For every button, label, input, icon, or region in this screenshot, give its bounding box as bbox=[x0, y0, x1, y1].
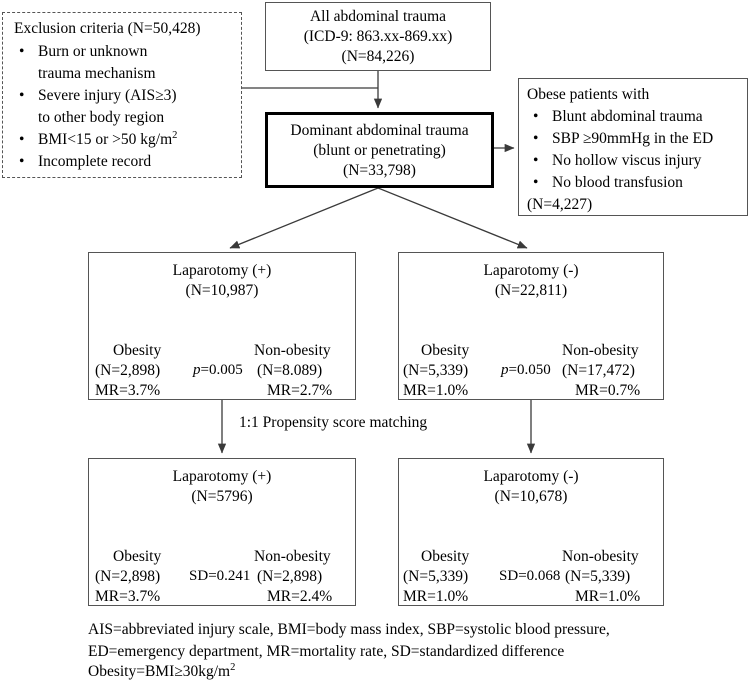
lap-neg-pre-right-mr: MR=0.7% bbox=[575, 382, 641, 399]
lap-pos-post-right-group: Non-obesity bbox=[254, 548, 331, 565]
obese-bullet-1-text: Blunt abdominal trauma bbox=[552, 108, 703, 125]
lap-pos-pre-right-mr: MR=2.7% bbox=[267, 382, 333, 399]
exclusion-bullet-4-text: Incomplete record bbox=[38, 153, 152, 170]
lap-pos-pre-title: Laparotomy (+) bbox=[172, 262, 272, 279]
lap-neg-post-left-mr: MR=1.0% bbox=[403, 588, 469, 605]
exclusion-heading: Exclusion criteria (N=50,428) bbox=[14, 20, 201, 37]
footnote-line-3: Obesity=BMI≥30kg/m2 bbox=[88, 661, 235, 682]
lap-neg-post-total: (N=10,678) bbox=[494, 488, 568, 505]
lap-neg-post-left-n: (N=5,339) bbox=[403, 568, 469, 585]
bullet-dot-icon: • bbox=[533, 152, 539, 169]
lap-pos-pre-pvalue-label: p bbox=[193, 362, 201, 378]
bullet-dot-icon: • bbox=[19, 153, 25, 170]
lap-neg-pre-title: Laparotomy (-) bbox=[483, 262, 579, 279]
node-dominant-abdominal-trauma[interactable]: Dominant abdominal trauma (blunt or pene… bbox=[265, 112, 494, 188]
node-obese-patients[interactable]: Obese patients with • Blunt abdominal tr… bbox=[518, 78, 748, 216]
lap-neg-pre-right-group: Non-obesity bbox=[562, 342, 639, 359]
bullet-dot-icon: • bbox=[19, 131, 25, 148]
lap-neg-pre-left-mr: MR=1.0% bbox=[403, 382, 469, 399]
lap-pos-pre-left-mr: MR=3.7% bbox=[95, 382, 161, 399]
obese-bullet-4-text: No blood transfusion bbox=[552, 174, 683, 191]
node-exclusion-criteria[interactable]: Exclusion criteria (N=50,428) • Burn or … bbox=[2, 12, 242, 178]
footnote-line-2: ED=emergency department, MR=mortality ra… bbox=[88, 643, 565, 660]
exclusion-bullet-1-text: Burn or unknown bbox=[38, 43, 148, 60]
lap-neg-post-title: Laparotomy (-) bbox=[483, 468, 579, 485]
lap-pos-pre-right-group: Non-obesity bbox=[254, 342, 331, 359]
node-laparotomy-negative-postmatch[interactable]: Laparotomy (-) (N=10,678) Obesity (N=5,3… bbox=[398, 458, 664, 606]
lap-neg-post-right-group: Non-obesity bbox=[562, 548, 639, 565]
lap-pos-pre-right-n: (N=8.089) bbox=[257, 362, 323, 379]
lap-neg-post-sd-value: =0.068 bbox=[518, 568, 561, 584]
exclusion-bullet-1-cont-text: trauma mechanism bbox=[38, 65, 156, 82]
dominant-line2: (blunt or penetrating) bbox=[313, 142, 446, 159]
obese-bullet-3: • No hollow viscus injury bbox=[533, 151, 701, 171]
lap-pos-post-left-group: Obesity bbox=[113, 548, 162, 565]
obese-bullet-1: • Blunt abdominal trauma bbox=[533, 107, 703, 127]
exclusion-bullet-3: • BMI<15 or >50 kg/m2 bbox=[19, 130, 177, 150]
lap-neg-post-right-mr: MR=1.0% bbox=[575, 588, 641, 605]
bullet-dot-icon: • bbox=[533, 174, 539, 191]
lap-pos-post-right-mr: MR=2.4% bbox=[267, 588, 333, 605]
lap-neg-post-left-group: Obesity bbox=[421, 548, 470, 565]
footnote-line-3-text: Obesity=BMI≥30kg/m bbox=[88, 663, 231, 680]
lap-pos-post-title: Laparotomy (+) bbox=[172, 468, 272, 485]
exclusion-bullet-2: • Severe injury (AIS≥3) bbox=[19, 86, 177, 106]
footnote-line-1: AIS=abbreviated injury scale, BMI=body m… bbox=[88, 621, 610, 638]
lap-pos-post-sd-label: SD bbox=[189, 568, 209, 584]
bullet-dot-icon: • bbox=[533, 130, 539, 147]
all-trauma-line2: (ICD-9: 863.xx-869.xx) bbox=[303, 28, 453, 45]
node-laparotomy-negative-prematch[interactable]: Laparotomy (-) (N=22,811) Obesity (N=5,3… bbox=[398, 252, 664, 400]
lap-pos-post-sd: SD=0.241 bbox=[189, 567, 250, 587]
lap-neg-pre-left-n: (N=5,339) bbox=[403, 362, 469, 379]
node-laparotomy-positive-prematch[interactable]: Laparotomy (+) (N=10,987) Obesity (N=2,8… bbox=[88, 252, 356, 400]
lap-pos-post-total: (N=5796) bbox=[191, 488, 253, 505]
exclusion-bullet-2-text: Severe injury (AIS≥3) bbox=[38, 87, 177, 104]
lap-neg-pre-pvalue-value: =0.050 bbox=[508, 362, 551, 378]
obese-bullet-2: • SBP ≥90mmHg in the ED bbox=[533, 129, 713, 149]
lap-neg-post-sd: SD=0.068 bbox=[499, 567, 560, 587]
exclusion-bullet-3-superscript: 2 bbox=[172, 129, 178, 141]
exclusion-bullet-2-cont-text: to other body region bbox=[38, 109, 165, 126]
exclusion-bullet-1-cont: trauma mechanism bbox=[19, 64, 156, 84]
all-trauma-line1: All abdominal trauma bbox=[309, 8, 447, 25]
obese-bullet-3-text: No hollow viscus injury bbox=[552, 152, 702, 169]
lap-neg-pre-pvalue: p=0.050 bbox=[501, 361, 551, 381]
obese-bullet-4: • No blood transfusion bbox=[533, 173, 683, 193]
lap-neg-pre-left-group: Obesity bbox=[421, 342, 470, 359]
bullet-dot-icon: • bbox=[19, 87, 25, 104]
lap-neg-pre-right-n: (N=17,472) bbox=[562, 362, 635, 379]
all-trauma-line3: (N=84,226) bbox=[341, 48, 415, 65]
lap-pos-post-left-mr: MR=3.7% bbox=[95, 588, 161, 605]
lap-neg-pre-pvalue-label: p bbox=[501, 362, 509, 378]
bullet-dot-icon: • bbox=[533, 108, 539, 125]
lap-pos-pre-pvalue: p=0.005 bbox=[193, 361, 243, 381]
node-all-abdominal-trauma[interactable]: All abdominal trauma (ICD-9: 863.xx-869.… bbox=[265, 2, 491, 71]
lap-neg-post-sd-label: SD bbox=[499, 568, 519, 584]
lap-neg-pre-total: (N=22,811) bbox=[494, 282, 568, 299]
exclusion-bullet-3-text: BMI<15 or >50 kg/m bbox=[38, 131, 173, 148]
lap-pos-pre-pvalue-value: =0.005 bbox=[200, 362, 243, 378]
propensity-matching-label: 1:1 Propensity score matching bbox=[239, 414, 428, 431]
dominant-line3: (N=33,798) bbox=[343, 162, 416, 179]
lap-pos-post-right-n: (N=2,898) bbox=[257, 568, 323, 585]
footnote-line-3-superscript: 2 bbox=[230, 661, 236, 673]
lap-pos-post-sd-value: =0.241 bbox=[208, 568, 251, 584]
lap-pos-pre-left-n: (N=2,898) bbox=[95, 362, 161, 379]
lap-neg-post-right-n: (N=5,339) bbox=[565, 568, 631, 585]
dominant-line1: Dominant abdominal trauma bbox=[290, 122, 469, 139]
obese-heading: Obese patients with bbox=[527, 86, 650, 103]
exclusion-bullet-1: • Burn or unknown bbox=[19, 42, 147, 62]
node-laparotomy-positive-postmatch[interactable]: Laparotomy (+) (N=5796) Obesity (N=2,898… bbox=[88, 458, 356, 606]
bullet-dot-icon: • bbox=[19, 43, 25, 60]
exclusion-bullet-2-cont: to other body region bbox=[19, 108, 164, 128]
lap-pos-pre-total: (N=10,987) bbox=[185, 282, 259, 299]
lap-pos-post-left-n: (N=2,898) bbox=[95, 568, 161, 585]
exclusion-bullet-4: • Incomplete record bbox=[19, 152, 151, 172]
lap-pos-pre-left-group: Obesity bbox=[113, 342, 162, 359]
obese-bullet-2-text: SBP ≥90mmHg in the ED bbox=[552, 130, 714, 147]
obese-count: (N=4,227) bbox=[527, 196, 593, 213]
